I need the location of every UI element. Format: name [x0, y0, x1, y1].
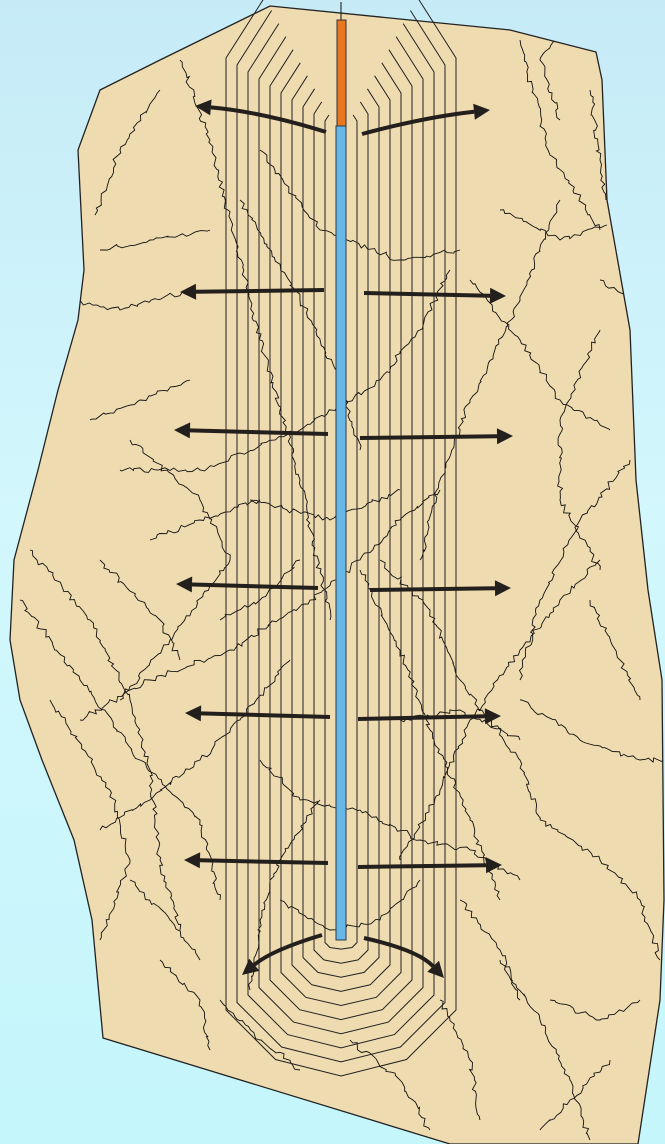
wellbore-horizontal-section: [336, 126, 346, 940]
flow-arrow-shaft: [364, 293, 490, 296]
flow-arrow-shaft: [358, 716, 485, 719]
wellbore: [336, 2, 346, 940]
flow-arrow-shaft: [196, 290, 324, 292]
casing-section: [337, 20, 346, 126]
flow-arrow-shaft: [358, 865, 486, 867]
flow-arrow-shaft: [360, 436, 497, 438]
flow-arrow-shaft: [370, 588, 495, 590]
flow-arrow-shaft: [200, 860, 328, 863]
